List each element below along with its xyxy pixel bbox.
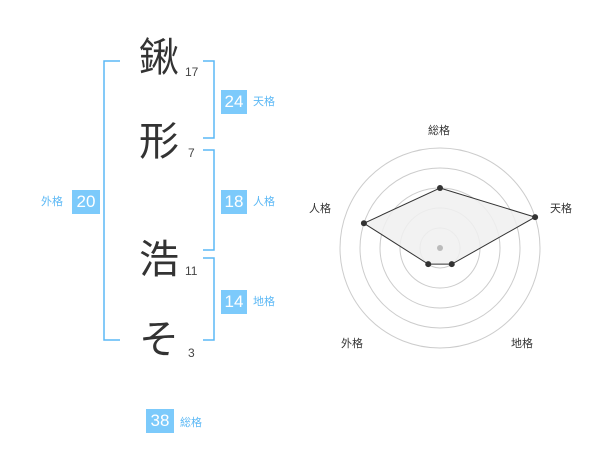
radar-center-dot (437, 245, 443, 251)
name-char-3: 浩 (139, 237, 179, 283)
jinkaku-bracket (203, 149, 215, 251)
chikaku-bracket (203, 257, 215, 341)
radar-label-chikaku: 地格 (511, 337, 533, 350)
gaikaku-bracket (103, 60, 120, 341)
soukaku-label: 総格 (180, 416, 202, 429)
radar-score-polygon (362, 187, 537, 265)
stroke-count-1: 17 (185, 65, 199, 79)
jinkaku-label: 人格 (253, 195, 275, 208)
name-char-1: 鍬 (139, 35, 179, 81)
name-char-4: そ (139, 317, 179, 363)
chikaku-label: 地格 (253, 295, 275, 308)
tenkaku-value: 24 (221, 90, 247, 114)
tenkaku-label: 天格 (253, 95, 275, 108)
radar-label-jinkaku: 人格 (309, 202, 331, 215)
stroke-count-4: 3 (188, 346, 195, 360)
jinkaku-value: 18 (221, 190, 247, 214)
gaikaku-label: 外格 (41, 195, 63, 208)
soukaku-value: 38 (146, 409, 174, 433)
radar-point-2 (532, 214, 539, 221)
radar-point-5 (360, 220, 367, 227)
radar-label-tenkaku: 天格 (550, 202, 572, 215)
radar-grid-ring-4 (359, 167, 521, 329)
stroke-count-2: 7 (188, 146, 195, 160)
chikaku-value: 14 (221, 290, 247, 314)
radar-label-gaikaku: 外格 (341, 337, 363, 350)
radar-point-3 (448, 261, 455, 268)
name-char-2: 形 (139, 119, 179, 165)
tenkaku-bracket (203, 60, 215, 139)
stroke-count-3: 11 (185, 264, 198, 278)
radar-point-4 (425, 261, 432, 268)
radar-point-1 (437, 185, 443, 191)
gaikaku-value: 20 (72, 190, 100, 214)
radar-label-soukaku: 総格 (428, 124, 450, 137)
radar-grid-ring-5 (339, 147, 541, 349)
